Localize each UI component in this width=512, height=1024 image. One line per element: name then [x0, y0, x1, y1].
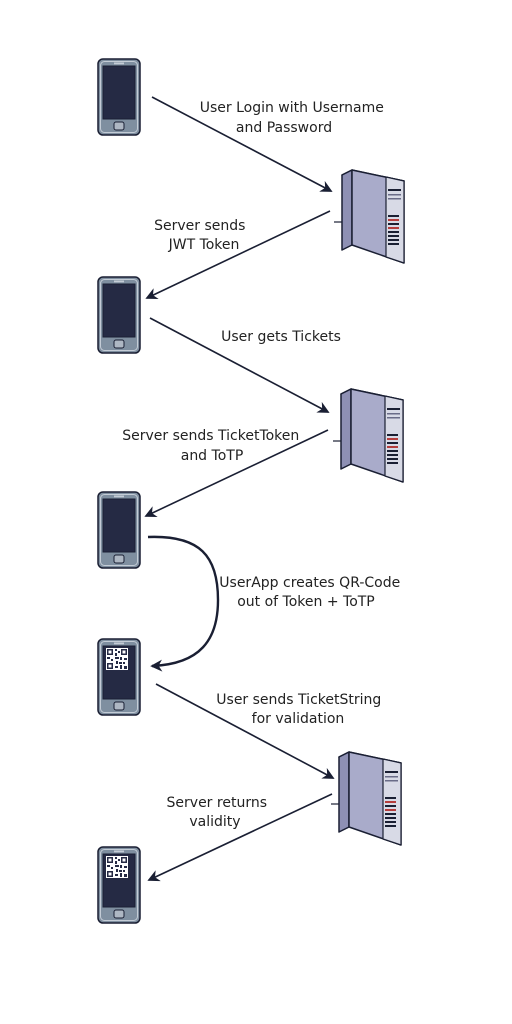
smartphone-qr-code-icon: [97, 638, 141, 716]
arrow-qr-code-creation: [147, 535, 220, 672]
label-tickets: User gets Tickets: [221, 329, 341, 345]
arrow-ticket-token-response: [144, 429, 329, 518]
server-tower-icon: [332, 388, 404, 483]
server-tower-icon: [330, 751, 402, 846]
arrow-validation-request: [155, 683, 335, 779]
label-qr-code: UserApp creates QR-Code out of Token + T…: [219, 575, 404, 610]
label-ticket-string: User sends TicketString for validation: [216, 692, 385, 727]
label-ticket-token: Server sends TicketToken and ToTP: [122, 428, 303, 464]
server-tower-icon: [333, 169, 405, 264]
smartphone-icon: [97, 58, 141, 136]
label-jwt: Server sends JWT Token: [154, 218, 250, 253]
arrow-jwt-response: [145, 210, 331, 300]
arrow-tickets-request: [149, 317, 330, 413]
smartphone-icon: [97, 276, 141, 354]
smartphone-icon: [97, 491, 141, 569]
label-login: User Login with Username and Password: [200, 100, 389, 136]
label-validity: Server returns validity: [167, 795, 272, 830]
arrow-login-request: [151, 96, 333, 192]
smartphone-qr-code-icon: [97, 846, 141, 924]
arrow-validity-response: [147, 793, 333, 882]
